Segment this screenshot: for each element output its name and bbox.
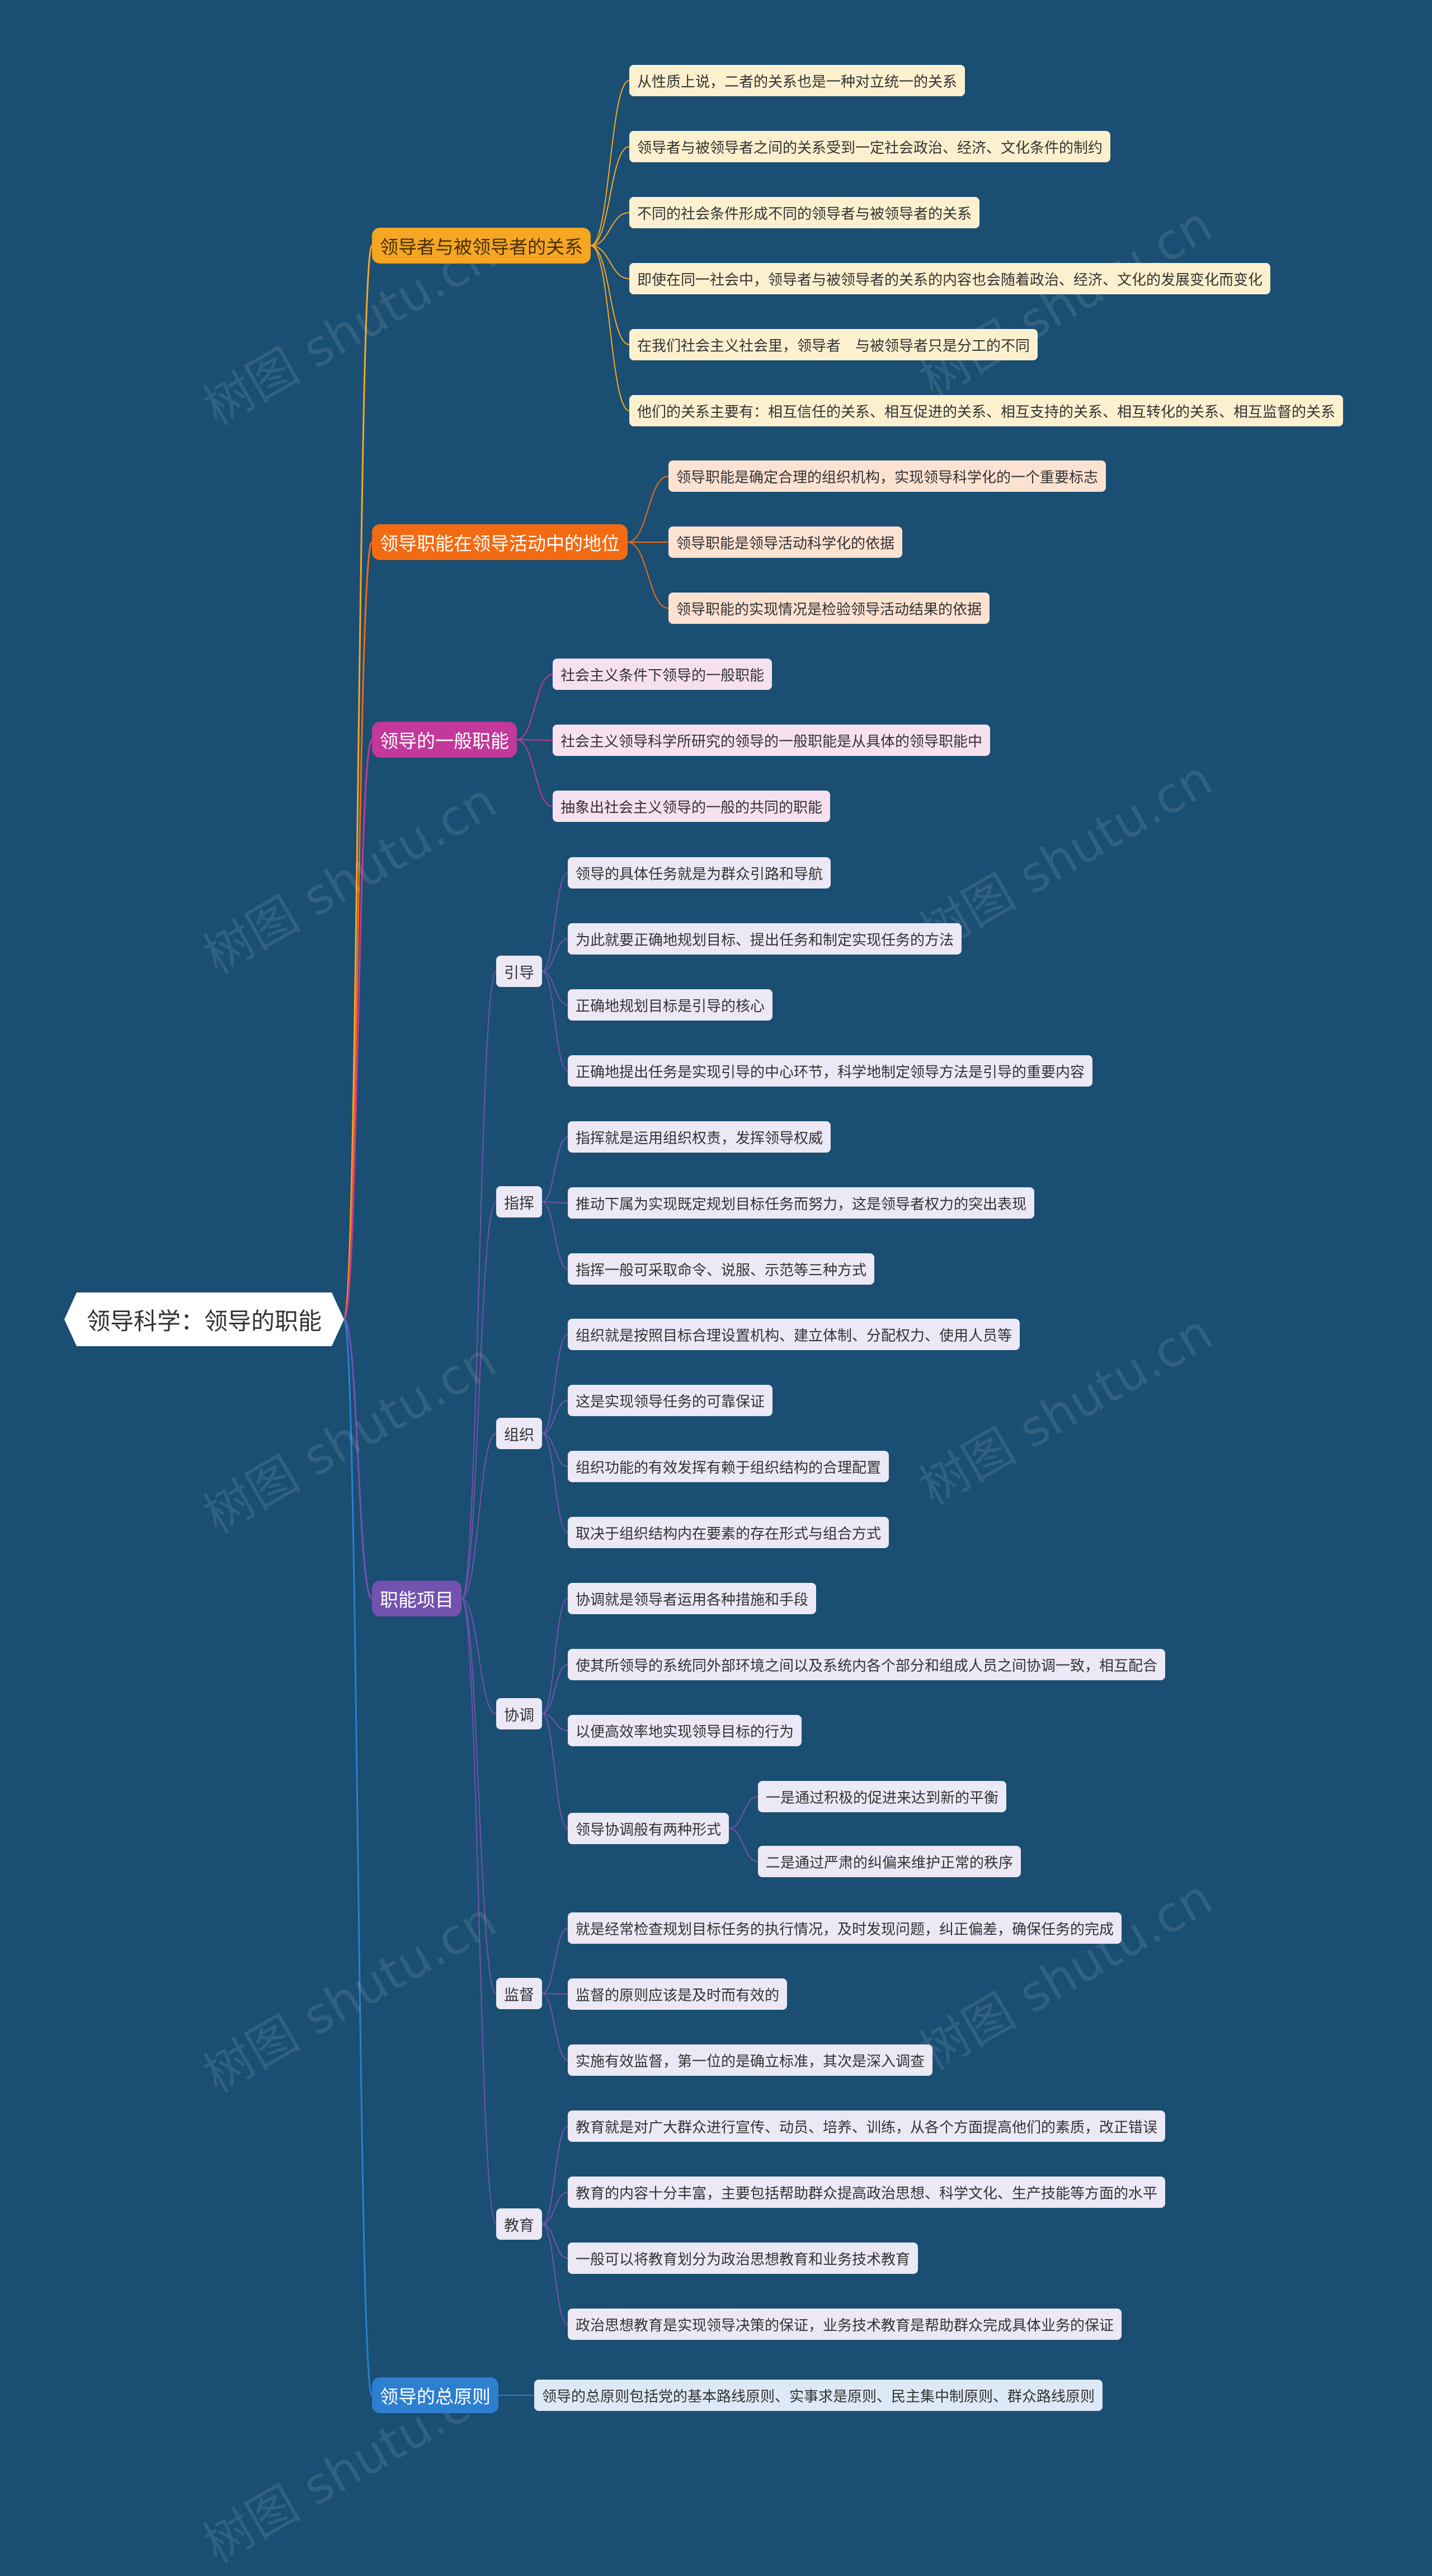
leaf-node[interactable]: 为此就要正确地规划目标、提出任务和制定实现任务的方法 bbox=[568, 923, 962, 955]
leaf-node[interactable]: 二是通过严肃的纠偏来维护正常的秩序 bbox=[758, 1846, 1021, 1877]
leaf-node[interactable]: 这是实现领导任务的可靠保证 bbox=[568, 1385, 773, 1416]
connector-line bbox=[590, 245, 630, 345]
leaf-node[interactable]: 在我们社会主义社会里，领导者 与被领导者只是分工的不同 bbox=[629, 329, 1038, 360]
connector-line bbox=[343, 739, 373, 1320]
leaf-node[interactable]: 指挥就是运用组织权责，发挥领导权威 bbox=[568, 1121, 831, 1153]
leaf-node[interactable]: 指挥一般可采取命令、说服、示范等三种方式 bbox=[568, 1253, 875, 1285]
connector-line bbox=[541, 1433, 568, 1533]
leaf-node[interactable]: 抽象出社会主义领导的一般的共同的职能 bbox=[553, 791, 831, 822]
leaf-node[interactable]: 不同的社会条件形成不同的领导者与被领导者的关系 bbox=[629, 197, 980, 228]
connector-line bbox=[516, 739, 553, 807]
connector-line bbox=[541, 2224, 568, 2325]
leaf-node[interactable]: 推动下属为实现既定规划目标任务而努力，这是领导者权力的突出表现 bbox=[568, 1187, 1035, 1219]
connector-line bbox=[541, 1713, 568, 1829]
connector-line bbox=[541, 1201, 568, 1204]
sub-topic-educate[interactable]: 教育 bbox=[496, 2208, 542, 2240]
leaf-node[interactable]: 实施有效监督，第一位的是确立标准，其次是深入调查 bbox=[568, 2044, 933, 2076]
branch-general-functions[interactable]: 领导的一般职能 bbox=[372, 722, 517, 758]
leaf-node[interactable]: 就是经常检查规划目标任务的执行情况，及时发现问题，纠正偏差，确保任务的完成 bbox=[568, 1912, 1122, 1944]
leaf-node[interactable]: 领导的总原则包括党的基本路线原则、实事求是原则、民主集中制原则、群众路线原则 bbox=[534, 2380, 1103, 2411]
connector-line bbox=[461, 1598, 497, 1714]
connector-line bbox=[541, 971, 568, 1071]
connector-line bbox=[541, 872, 568, 972]
sub-topic-guide[interactable]: 引导 bbox=[496, 956, 542, 987]
leaf-node[interactable]: 即使在同一社会中，领导者与被领导者的关系的内容也会随着政治、经济、文化的发展变化… bbox=[629, 263, 1271, 294]
leaf-node[interactable]: 领导职能是确定合理的组织机构，实现领导科学化的一个重要标志 bbox=[668, 460, 1106, 492]
connector-lines bbox=[343, 80, 759, 2396]
leaf-node[interactable]: 领导职能的实现情况是检验领导活动结果的依据 bbox=[668, 593, 990, 624]
branch-function-status[interactable]: 领导职能在领导活动中的地位 bbox=[372, 524, 628, 560]
connector-line bbox=[343, 1318, 373, 1600]
leaf-node[interactable]: 教育就是对广大群众进行宣传、动员、培养、训练，从各个方面提高他们的素质，改正错误 bbox=[568, 2110, 1166, 2142]
leaf-node[interactable]: 正确地提出任务是实现引导的中心环节，科学地制定领导方法是引导的重要内容 bbox=[568, 1055, 1093, 1087]
branch-general-principle[interactable]: 领导的总原则 bbox=[372, 2377, 498, 2413]
sub-topic-supervise[interactable]: 监督 bbox=[496, 1978, 542, 2009]
leaf-node[interactable]: 社会主义领导科学所研究的领导的一般职能是从具体的领导职能中 bbox=[553, 725, 991, 756]
root-topic[interactable]: 领导科学：领导的职能 bbox=[64, 1292, 344, 1346]
leaf-node[interactable]: 取决于组织结构内在要素的存在形式与组合方式 bbox=[568, 1517, 889, 1548]
connector-line bbox=[590, 245, 630, 279]
sub-topic-coordinate[interactable]: 协调 bbox=[496, 1698, 542, 1729]
connector-line bbox=[590, 146, 630, 246]
connector-line bbox=[590, 80, 630, 246]
connector-line bbox=[541, 2126, 568, 2225]
leaf-node[interactable]: 监督的原则应该是及时而有效的 bbox=[568, 1978, 788, 2010]
branch-function-items[interactable]: 职能项目 bbox=[372, 1581, 461, 1616]
leaf-node[interactable]: 协调就是领导者运用各种措施和手段 bbox=[568, 1583, 817, 1614]
connector-line bbox=[541, 1598, 568, 1714]
connector-line bbox=[541, 1928, 568, 1994]
leaf-node[interactable]: 使其所领导的系统同外部环境之间以及系统内各个部分和组成人员之间协调一致，相互配合 bbox=[568, 1649, 1166, 1680]
leaf-node[interactable]: 社会主义条件下领导的一般职能 bbox=[553, 659, 772, 690]
connector-line bbox=[541, 1334, 568, 1434]
connector-line bbox=[461, 971, 497, 1599]
connector-line bbox=[461, 1598, 497, 2225]
leaf-node[interactable]: 领导的具体任务就是为群众引路和导航 bbox=[568, 857, 831, 889]
leaf-node[interactable]: 一是通过积极的促进来达到新的平衡 bbox=[758, 1781, 1007, 1812]
sub-topic-organize[interactable]: 组织 bbox=[496, 1418, 542, 1449]
connector-line bbox=[343, 1318, 373, 2396]
connector-line bbox=[461, 1433, 497, 1599]
connector-line bbox=[541, 1400, 568, 1434]
connector-line bbox=[541, 1993, 568, 2061]
leaf-node[interactable]: 正确地规划目标是引导的核心 bbox=[568, 989, 773, 1021]
connector-line bbox=[728, 1796, 759, 1829]
leaf-node[interactable]: 领导协调般有两种形式 bbox=[568, 1813, 729, 1844]
leaf-node[interactable]: 他们的关系主要有：相互信任的关系、相互促进的关系、相互支持的关系、相互转化的关系… bbox=[629, 395, 1344, 426]
leaf-node[interactable]: 领导职能是领导活动科学化的依据 bbox=[668, 527, 903, 558]
connector-line bbox=[343, 541, 373, 1320]
connector-line bbox=[541, 1433, 568, 1467]
leaf-node[interactable]: 组织功能的有效发挥有赖于组织结构的合理配置 bbox=[568, 1451, 889, 1482]
connector-line bbox=[541, 1136, 568, 1202]
connector-line bbox=[461, 1598, 497, 1994]
leaf-node[interactable]: 领导者与被领导者之间的关系受到一定社会政治、经济、文化条件的制约 bbox=[629, 131, 1111, 162]
connector-line bbox=[541, 2224, 568, 2259]
connector-line bbox=[541, 1664, 568, 1714]
sub-topic-command[interactable]: 指挥 bbox=[496, 1186, 542, 1218]
connector-line bbox=[461, 1201, 497, 1599]
leaf-node[interactable]: 教育的内容十分丰富，主要包括帮助群众提高政治思想、科学文化、生产技能等方面的水平 bbox=[568, 2177, 1166, 2208]
connector-line bbox=[541, 2192, 568, 2225]
connector-line bbox=[627, 476, 669, 543]
connector-line bbox=[541, 1713, 568, 1731]
connector-line bbox=[541, 1201, 568, 1270]
connector-line bbox=[627, 542, 669, 609]
connector-line bbox=[590, 245, 630, 411]
leaf-node[interactable]: 一般可以将教育划分为政治思想教育和业务技术教育 bbox=[568, 2243, 918, 2274]
leaf-node[interactable]: 从性质上说，二者的关系也是一种对立统一的关系 bbox=[629, 65, 965, 96]
leaf-node[interactable]: 以便高效率地实现领导目标的行为 bbox=[568, 1715, 802, 1746]
connector-line bbox=[343, 245, 373, 1320]
connector-line bbox=[541, 938, 568, 972]
leaf-node[interactable]: 组织就是按照目标合理设置机构、建立体制、分配权力、使用人员等 bbox=[568, 1319, 1020, 1350]
branch-leader-relations[interactable]: 领导者与被领导者的关系 bbox=[372, 228, 591, 264]
connector-line bbox=[516, 674, 553, 740]
connector-line bbox=[728, 1828, 759, 1862]
leaf-node[interactable]: 政治思想教育是实现领导决策的保证，业务技术教育是帮助群众完成具体业务的保证 bbox=[568, 2309, 1122, 2340]
connector-line bbox=[541, 971, 568, 1005]
connector-line bbox=[590, 212, 630, 246]
